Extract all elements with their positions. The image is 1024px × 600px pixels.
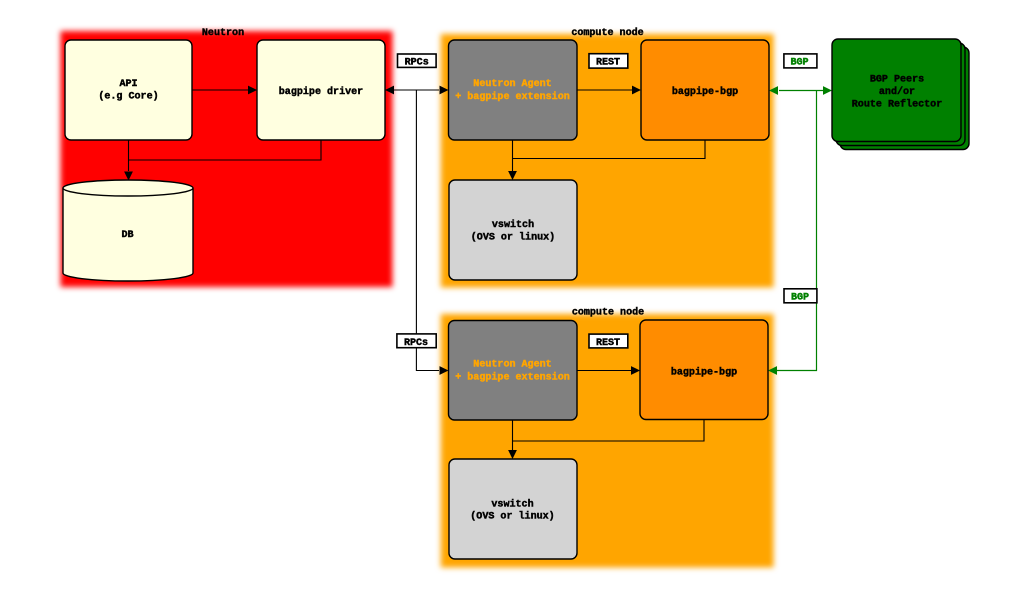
svg-text:bagpipe driver: bagpipe driver bbox=[279, 86, 363, 98]
svg-text:compute node: compute node bbox=[572, 306, 644, 318]
svg-text:BGP: BGP bbox=[790, 57, 808, 68]
svg-text:REST: REST bbox=[596, 58, 620, 69]
svg-text:API: API bbox=[119, 79, 137, 90]
svg-text:(OVS or linux): (OVS or linux) bbox=[471, 232, 555, 244]
svg-text:Neutron: Neutron bbox=[202, 28, 244, 39]
svg-text:bagpipe-bgp: bagpipe-bgp bbox=[671, 367, 737, 379]
svg-text:RPCs: RPCs bbox=[405, 58, 429, 69]
svg-text:(e.g Core): (e.g Core) bbox=[98, 91, 158, 103]
svg-text:RPCs: RPCs bbox=[404, 338, 428, 349]
svg-text:+ bagpipe extension: + bagpipe extension bbox=[455, 372, 570, 384]
svg-text:Neutron Agent: Neutron Agent bbox=[473, 79, 551, 90]
svg-text:DB: DB bbox=[121, 230, 133, 241]
svg-text:and/or: and/or bbox=[879, 86, 915, 98]
svg-text:Route Reflector: Route Reflector bbox=[852, 99, 942, 111]
svg-text:BGP Peers: BGP Peers bbox=[870, 75, 924, 86]
svg-text:bagpipe-bgp: bagpipe-bgp bbox=[672, 86, 738, 98]
svg-text:vswitch: vswitch bbox=[492, 219, 534, 231]
svg-text:Neutron Agent: Neutron Agent bbox=[473, 360, 551, 371]
svg-text:BGP: BGP bbox=[791, 292, 809, 303]
svg-text:+ bagpipe extension: + bagpipe extension bbox=[455, 91, 570, 103]
svg-text:(OVS or linux): (OVS or linux) bbox=[470, 511, 554, 523]
svg-text:vswitch: vswitch bbox=[491, 499, 533, 511]
svg-text:compute node: compute node bbox=[571, 27, 643, 39]
svg-text:REST: REST bbox=[596, 338, 620, 349]
